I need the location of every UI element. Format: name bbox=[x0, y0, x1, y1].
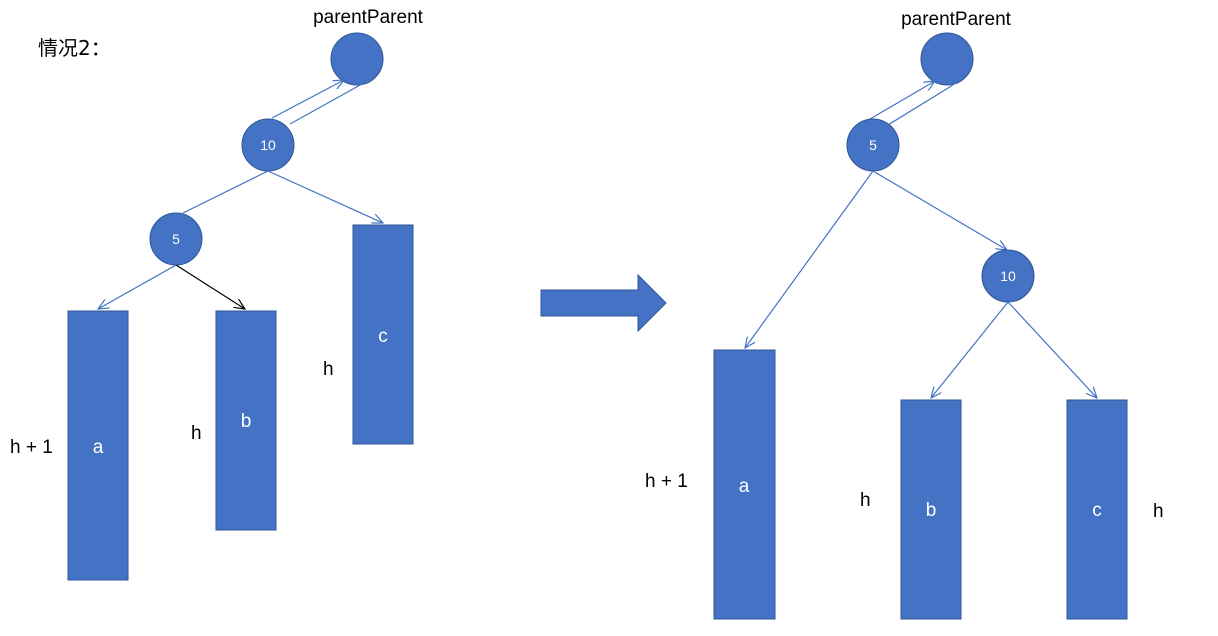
left-edge-10-5 bbox=[182, 170, 269, 214]
right-node-10-label: 10 bbox=[1000, 268, 1016, 284]
left-tree: parentParent 10 5 a b c h + 1 h h bbox=[10, 7, 424, 581]
right-edge-10-c bbox=[1007, 301, 1097, 398]
left-parentparent-node bbox=[330, 32, 384, 86]
left-parentparent-label: parentParent bbox=[313, 7, 424, 28]
left-height-c: h bbox=[323, 359, 334, 380]
right-subtree-a bbox=[713, 349, 776, 620]
right-subtree-c bbox=[1066, 399, 1128, 620]
left-height-a: h + 1 bbox=[10, 437, 53, 458]
right-subtree-a-label: a bbox=[739, 476, 750, 497]
left-subtree-b bbox=[215, 310, 277, 531]
left-edge-down bbox=[289, 83, 363, 125]
right-tree: parentParent 5 10 a b c h + 1 h h bbox=[645, 9, 1164, 620]
right-parentparent-label: parentParent bbox=[901, 9, 1012, 30]
left-edge-10-c bbox=[267, 170, 383, 223]
right-subtree-b bbox=[900, 399, 962, 620]
right-subtree-c-label: c bbox=[1092, 500, 1102, 521]
right-node-5-label: 5 bbox=[869, 137, 877, 153]
left-edge-up bbox=[271, 80, 344, 119]
right-edge-5-10 bbox=[872, 170, 1007, 250]
left-subtree-c-label: c bbox=[378, 326, 388, 347]
left-subtree-b-label: b bbox=[241, 411, 252, 432]
left-node-5-label: 5 bbox=[172, 231, 180, 247]
right-edge-down bbox=[887, 84, 954, 126]
right-edge-10-b bbox=[931, 301, 1009, 398]
transform-arrow-icon bbox=[540, 273, 667, 333]
left-subtree-a-label: a bbox=[93, 437, 104, 458]
right-height-b: h bbox=[860, 490, 871, 511]
right-edge-up bbox=[869, 81, 935, 120]
right-height-a: h + 1 bbox=[645, 471, 688, 492]
right-height-c: h bbox=[1153, 501, 1164, 522]
right-subtree-b-label: b bbox=[926, 500, 937, 521]
right-edge-5-a bbox=[745, 170, 874, 348]
right-parentparent-node bbox=[920, 32, 974, 86]
left-subtree-c bbox=[352, 224, 414, 445]
left-subtree-a bbox=[67, 310, 129, 581]
left-node-10-label: 10 bbox=[260, 137, 276, 153]
left-edge-5-a bbox=[98, 264, 177, 309]
left-height-b: h bbox=[191, 423, 202, 444]
diagram-title: 情况2： bbox=[38, 36, 111, 60]
left-edge-5-b bbox=[175, 264, 245, 309]
